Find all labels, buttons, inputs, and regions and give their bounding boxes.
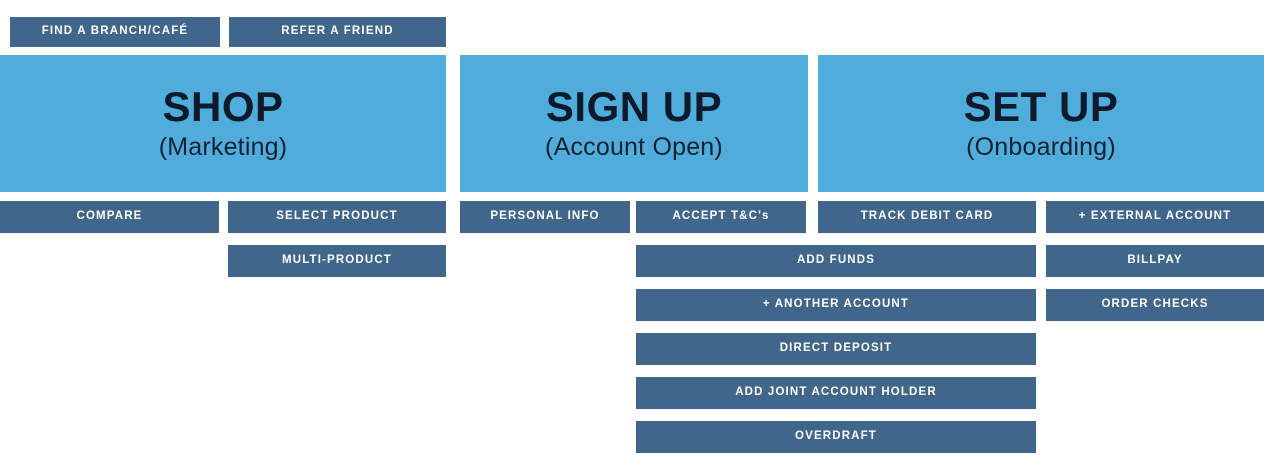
stage-title: SET UP <box>963 83 1119 131</box>
action-button[interactable]: MULTI-PRODUCT <box>228 245 446 277</box>
stage-subtitle: (Marketing) <box>158 133 288 162</box>
action-button[interactable]: ADD FUNDS <box>636 245 1036 277</box>
stage-panel-sign_up: SIGN UP(Account Open) <box>460 55 808 192</box>
utility-button[interactable]: FIND A BRANCH/CAFÉ <box>10 17 220 47</box>
action-button[interactable]: BILLPAY <box>1046 245 1264 277</box>
stage-title: SIGN UP <box>545 83 723 131</box>
stage-subtitle: (Onboarding) <box>966 133 1116 162</box>
action-button[interactable]: ADD JOINT ACCOUNT HOLDER <box>636 377 1036 409</box>
action-button[interactable]: ORDER CHECKS <box>1046 289 1264 321</box>
action-button[interactable]: PERSONAL INFO <box>460 201 630 233</box>
utility-button[interactable]: REFER A FRIEND <box>229 17 446 47</box>
stage-title: SHOP <box>162 83 284 131</box>
action-button[interactable]: COMPARE <box>0 201 219 233</box>
action-button[interactable]: ACCEPT T&C's <box>636 201 806 233</box>
action-button[interactable]: + EXTERNAL ACCOUNT <box>1046 201 1264 233</box>
stage-subtitle: (Account Open) <box>545 133 723 162</box>
action-button[interactable]: TRACK DEBIT CARD <box>818 201 1036 233</box>
action-button[interactable]: OVERDRAFT <box>636 421 1036 453</box>
stage-panel-set_up: SET UP(Onboarding) <box>818 55 1264 192</box>
action-button[interactable]: + ANOTHER ACCOUNT <box>636 289 1036 321</box>
action-button[interactable]: DIRECT DEPOSIT <box>636 333 1036 365</box>
stage-panel-shop: SHOP(Marketing) <box>0 55 446 192</box>
action-button[interactable]: SELECT PRODUCT <box>228 201 446 233</box>
